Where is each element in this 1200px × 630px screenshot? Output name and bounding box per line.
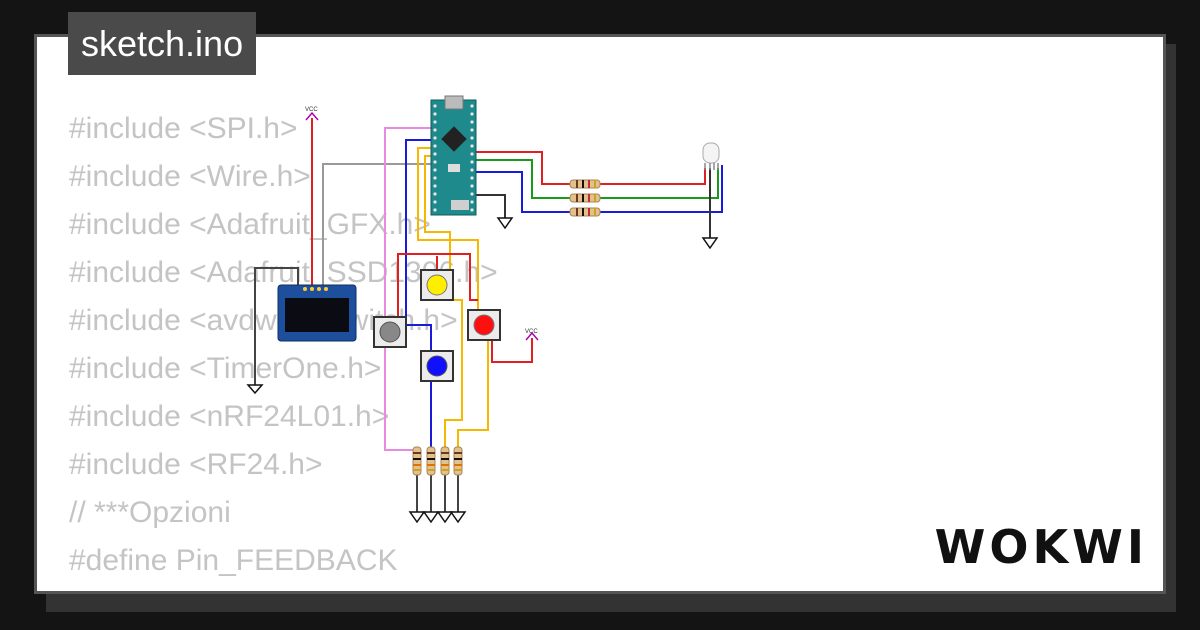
- ground-icon: [422, 511, 440, 524]
- button-gray[interactable]: [373, 316, 407, 348]
- code-preview: #include <SPI.h> #include <Wire.h> #incl…: [69, 105, 498, 585]
- wire-red-vcc2: [491, 338, 533, 363]
- ground-symbols: [246, 217, 719, 524]
- button-resistors[interactable]: [412, 446, 463, 476]
- wire-led-blue: [476, 165, 723, 213]
- wire-board-gnd: [476, 194, 506, 218]
- vcc-label: VCC: [305, 107, 318, 113]
- arduino-nano-board[interactable]: [430, 95, 477, 216]
- ground-icon: [701, 237, 719, 250]
- code-line: #include <SPI.h>: [69, 112, 298, 145]
- wire-led-green: [476, 159, 719, 199]
- vcc-symbol: VCC: [305, 107, 319, 121]
- project-title: sketch.ino: [68, 12, 257, 75]
- code-line: #include <Adafruit_GFX.h>: [69, 208, 431, 241]
- wire-resistor-gnd: [416, 475, 459, 512]
- oled-display[interactable]: [277, 284, 357, 342]
- wokwi-logo: WOKWI: [934, 520, 1148, 574]
- code-line: #define Pin_FEEDBACK: [69, 544, 398, 577]
- wire-red-buttons: [397, 253, 478, 320]
- wire-oled-gnd: [254, 267, 299, 385]
- ground-icon: [246, 384, 264, 395]
- wire-i2c-gray: [322, 163, 434, 285]
- code-line: #include <TimerOne.h>: [69, 352, 382, 385]
- wires: [254, 118, 723, 512]
- rgb-led[interactable]: [702, 142, 720, 170]
- ground-icon: [449, 511, 467, 524]
- button-yellow[interactable]: [420, 269, 454, 301]
- wire-blue-button: [405, 139, 433, 360]
- wire-led-red: [476, 151, 706, 185]
- led-resistors[interactable]: [569, 179, 601, 217]
- ground-icon: [408, 511, 426, 524]
- code-line: // ***Opzioni: [69, 496, 231, 529]
- preview-card: #include <SPI.h> #include <Wire.h> #incl…: [34, 34, 1166, 594]
- ground-icon: [496, 217, 514, 230]
- code-line: #include <Wire.h>: [69, 160, 311, 193]
- vcc-label: VCC: [525, 329, 538, 335]
- code-line: #include <RF24.h>: [69, 448, 323, 481]
- vcc-symbol: VCC: [525, 329, 539, 341]
- button-blue[interactable]: [420, 350, 454, 382]
- ground-icon: [436, 511, 454, 524]
- button-red[interactable]: [467, 309, 501, 341]
- code-line: #include <nRF24L01.h>: [69, 400, 390, 433]
